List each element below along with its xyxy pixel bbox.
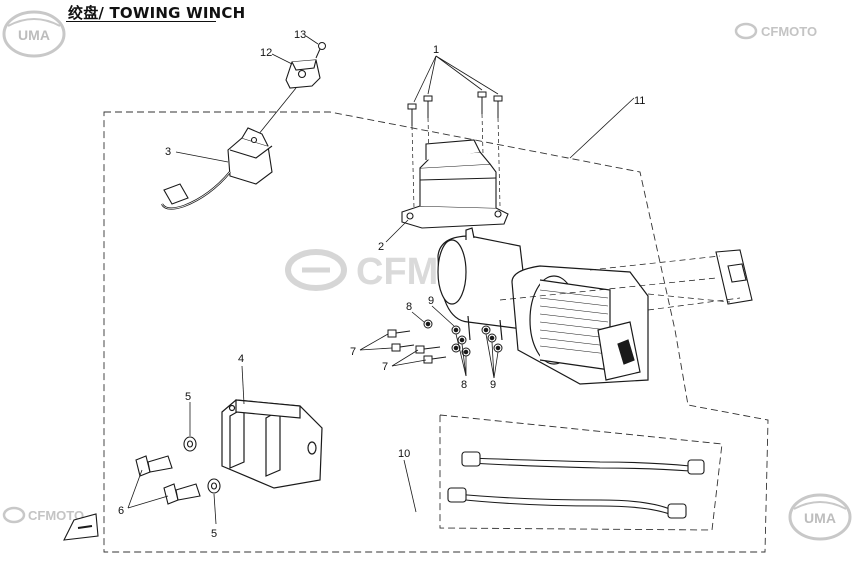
leader-lines (127, 35, 635, 525)
uma-logo-top-left: UMA (2, 10, 66, 58)
callout-9: 9 (490, 379, 496, 391)
cables-10 (447, 451, 705, 519)
switch-3 (161, 127, 273, 210)
front-direction-arrow (63, 513, 99, 541)
washers-8-nuts-9 (423, 319, 503, 357)
callout-6: 6 (118, 505, 124, 517)
uma-logo-text: UMA (18, 27, 50, 43)
washers-5 (183, 436, 221, 494)
bolts-6 (135, 455, 201, 505)
bolts-1 (407, 91, 503, 126)
callout-8: 8 (461, 379, 467, 391)
callout-8: 8 (406, 301, 412, 313)
cover-12 (285, 59, 321, 89)
callout-9: 9 (428, 295, 434, 307)
diagram-title: 绞盘/ TOWING WINCH (68, 4, 246, 22)
leader-12-3 (253, 87, 297, 141)
cfmoto-logo-text: CFMOTO (28, 508, 84, 523)
screw-13 (315, 42, 326, 59)
callout-5: 5 (185, 391, 191, 403)
callout-13: 13 (294, 29, 306, 41)
winch-drum (511, 265, 649, 385)
assembly-boundary-11 (103, 111, 769, 553)
bolts-7 (387, 329, 447, 364)
callout-labels: 1 2 3 4 5 5 6 7 7 8 8 9 9 10 11 12 13 (118, 29, 645, 540)
callout-7: 7 (382, 361, 388, 373)
callout-10: 10 (398, 448, 410, 460)
contactor-2 (401, 139, 509, 229)
winch-motor (437, 227, 531, 341)
uma-logo-bottom-right: UMA (788, 493, 852, 541)
cfmoto-logo-top-right: CFMOTO (734, 22, 817, 40)
fairlead-4 (221, 399, 323, 489)
mounting-bracket (499, 249, 753, 311)
cable-kit-boundary-10 (439, 414, 723, 531)
callout-1: 1 (433, 44, 439, 56)
callout-5: 5 (211, 528, 217, 540)
cfmoto-logo-text: CFMOTO (761, 24, 817, 39)
uma-logo-text: UMA (804, 510, 836, 526)
callout-7: 7 (350, 346, 356, 358)
callout-12: 12 (260, 47, 272, 59)
callout-3: 3 (165, 146, 171, 158)
cfmoto-logo-bottom-left: CFMOTO (2, 506, 84, 524)
callout-11: 11 (634, 95, 645, 107)
callout-2: 2 (378, 241, 384, 253)
callout-4: 4 (238, 353, 244, 365)
title-underline (66, 21, 216, 22)
